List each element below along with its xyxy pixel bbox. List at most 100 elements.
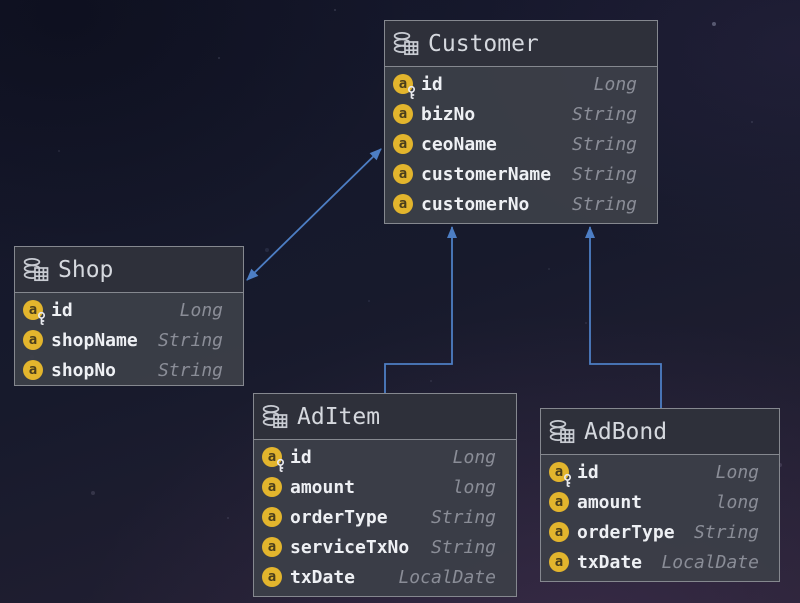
attribute-letter: a	[267, 569, 277, 585]
database-table-icon	[23, 257, 49, 282]
entity-header[interactable]: Shop	[15, 247, 243, 293]
field-type: LocalDate	[398, 566, 496, 588]
field-name: id	[51, 299, 73, 321]
attribute-icon: a	[262, 477, 282, 497]
entity-adbond[interactable]: AdBond a id Long a amount long a orderT	[540, 408, 780, 582]
field-name: bizNo	[421, 103, 476, 125]
database-table-icon	[549, 419, 575, 444]
field-row-shopname[interactable]: a shopName String	[15, 325, 243, 355]
field-row-id[interactable]: a id Long	[541, 457, 779, 488]
key-icon	[563, 473, 572, 488]
field-row-shopno[interactable]: a shopNo String	[15, 355, 243, 385]
field-row-txdate[interactable]: a txDate LocalDate	[541, 547, 779, 577]
attribute-key-icon: a	[393, 74, 416, 100]
field-row-customerno[interactable]: a customerNo String	[385, 189, 657, 219]
attribute-key-icon: a	[549, 462, 572, 488]
attribute-letter: a	[267, 449, 277, 465]
attribute-icon: a	[393, 104, 413, 124]
attribute-icon: a	[393, 134, 413, 154]
field-row-amount[interactable]: a amount long	[254, 472, 516, 502]
field-type: String	[571, 163, 637, 185]
database-table-icon	[393, 31, 419, 56]
field-type: Long	[452, 446, 496, 468]
field-name: serviceTxNo	[290, 536, 410, 558]
field-name: txDate	[577, 551, 643, 573]
field-type: String	[571, 103, 637, 125]
field-row-bizno[interactable]: a bizNo String	[385, 99, 657, 129]
field-name: id	[421, 73, 443, 95]
attribute-letter: a	[398, 76, 408, 92]
field-name: orderType	[577, 521, 675, 543]
field-name: id	[577, 461, 599, 483]
attribute-letter: a	[28, 302, 38, 318]
field-name: customerNo	[421, 193, 530, 215]
attribute-letter: a	[398, 196, 408, 212]
field-type: Long	[715, 461, 759, 483]
field-row-id[interactable]: a id Long	[254, 442, 516, 473]
attribute-letter: a	[554, 554, 564, 570]
attribute-icon: a	[23, 360, 43, 380]
attribute-letter: a	[398, 106, 408, 122]
attribute-letter: a	[267, 509, 277, 525]
attribute-letter: a	[267, 539, 277, 555]
field-row-ceoname[interactable]: a ceoName String	[385, 129, 657, 159]
attribute-icon: a	[23, 330, 43, 350]
field-type: String	[571, 193, 637, 215]
field-name: amount	[290, 476, 356, 498]
entity-shop[interactable]: Shop a id Long a shopName String a shop	[14, 246, 244, 386]
attribute-letter: a	[267, 479, 277, 495]
key-icon	[276, 458, 285, 473]
entity-title: Shop	[58, 256, 114, 283]
field-row-amount[interactable]: a amount long	[541, 487, 779, 517]
attribute-icon: a	[393, 164, 413, 184]
attribute-icon: a	[262, 567, 282, 587]
attribute-letter: a	[554, 524, 564, 540]
database-table-icon	[262, 404, 288, 429]
entity-header[interactable]: AdBond	[541, 409, 779, 455]
attribute-letter: a	[28, 332, 38, 348]
attribute-letter: a	[554, 464, 564, 480]
relation-aditem-customer[interactable]	[384, 226, 457, 393]
field-type: String	[157, 359, 223, 381]
field-type: String	[430, 506, 496, 528]
field-name: txDate	[290, 566, 356, 588]
field-name: shopName	[51, 329, 138, 351]
field-type: Long	[179, 299, 223, 321]
relation-adbond-customer[interactable]	[585, 226, 662, 408]
field-row-id[interactable]: a id Long	[385, 69, 657, 100]
field-row-txdate[interactable]: a txDate LocalDate	[254, 562, 516, 592]
field-type: long	[452, 476, 496, 498]
attribute-icon: a	[549, 492, 569, 512]
attribute-icon: a	[549, 552, 569, 572]
field-name: customerName	[421, 163, 552, 185]
field-row-ordertype[interactable]: a orderType String	[254, 502, 516, 532]
attribute-icon: a	[549, 522, 569, 542]
entity-customer[interactable]: Customer a id Long a bizNo String a ceo	[384, 20, 658, 224]
field-row-ordertype[interactable]: a orderType String	[541, 517, 779, 547]
attribute-letter: a	[398, 136, 408, 152]
field-type: String	[430, 536, 496, 558]
field-type: Long	[593, 73, 637, 95]
field-type: String	[571, 133, 637, 155]
field-type: String	[693, 521, 759, 543]
attribute-letter: a	[398, 166, 408, 182]
entity-title: Customer	[428, 30, 539, 57]
field-type: String	[157, 329, 223, 351]
attribute-icon: a	[393, 194, 413, 214]
field-row-customername[interactable]: a customerName String	[385, 159, 657, 189]
field-name: shopNo	[51, 359, 117, 381]
attribute-icon: a	[262, 537, 282, 557]
field-name: id	[290, 446, 312, 468]
entity-header[interactable]: AdItem	[254, 394, 516, 440]
entity-title: AdItem	[297, 403, 381, 430]
field-type: LocalDate	[661, 551, 759, 573]
field-row-servicetxno[interactable]: a serviceTxNo String	[254, 532, 516, 562]
field-row-id[interactable]: a id Long	[15, 295, 243, 326]
entity-header[interactable]: Customer	[385, 21, 657, 67]
field-name: ceoName	[421, 133, 497, 155]
entity-aditem[interactable]: AdItem a id Long a amount long a orderT	[253, 393, 517, 597]
relation-shop-customer[interactable]	[246, 148, 382, 281]
key-icon	[37, 311, 46, 326]
